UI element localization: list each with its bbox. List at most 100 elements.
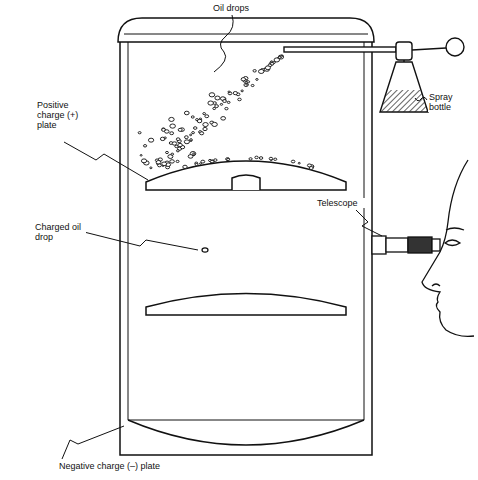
oil-drop bbox=[171, 153, 174, 155]
oil-drop bbox=[205, 115, 209, 118]
oil-drop bbox=[203, 113, 206, 115]
oil-drop bbox=[195, 163, 198, 165]
oil-drop bbox=[190, 134, 192, 136]
oil-drop bbox=[241, 90, 243, 92]
oil-drop bbox=[214, 159, 217, 162]
oil-drop bbox=[298, 162, 300, 164]
oil-drop bbox=[184, 111, 189, 115]
telescope bbox=[372, 236, 440, 254]
oil-drop bbox=[200, 132, 204, 135]
oil-drop bbox=[291, 160, 295, 163]
oil-drop bbox=[233, 92, 237, 95]
oil-drop bbox=[215, 105, 219, 108]
oil-drop bbox=[143, 145, 146, 147]
oil-drop bbox=[176, 160, 179, 162]
oil-drop bbox=[251, 84, 254, 86]
eyebrow bbox=[446, 228, 464, 230]
spray-tube bbox=[284, 47, 396, 52]
spray-head bbox=[396, 42, 412, 60]
chamber-inner-wall bbox=[128, 42, 364, 420]
leader-line bbox=[64, 142, 148, 180]
positive-plate bbox=[146, 161, 346, 190]
oil-drop bbox=[176, 150, 179, 152]
oil-drop bbox=[193, 153, 196, 155]
oil-drop bbox=[193, 127, 196, 130]
oil-drop bbox=[244, 83, 248, 86]
oil-drop bbox=[227, 101, 230, 103]
oil-drop bbox=[150, 167, 152, 169]
oil-drop bbox=[228, 91, 230, 93]
oil-drop bbox=[141, 159, 146, 163]
oil-drop bbox=[190, 139, 192, 141]
chamber-wall bbox=[120, 42, 372, 455]
oil-drop bbox=[307, 164, 311, 167]
lid-inner-line bbox=[124, 34, 368, 35]
oil-drop bbox=[196, 119, 199, 121]
part-label: Telescope bbox=[316, 198, 370, 208]
leader-line bbox=[84, 232, 198, 250]
oil-drop bbox=[269, 157, 273, 160]
chamber-bowl bbox=[128, 420, 364, 445]
telescope-eyepiece bbox=[432, 239, 440, 251]
oil-drop bbox=[225, 107, 228, 109]
oil-drop bbox=[212, 122, 218, 126]
part-label: Negative charge (–) plate bbox=[58, 461, 210, 471]
eye bbox=[445, 240, 460, 246]
oil-drop bbox=[158, 164, 162, 167]
oil-drop bbox=[169, 117, 174, 121]
bottom-plate bbox=[146, 294, 346, 316]
nostril bbox=[432, 284, 440, 286]
oil-drop bbox=[228, 92, 232, 95]
oil-drop bbox=[170, 160, 175, 163]
oil-drop bbox=[178, 143, 183, 146]
oil-drop bbox=[156, 161, 161, 165]
part-label: Spray bottle bbox=[428, 92, 476, 112]
oil-drop bbox=[255, 156, 258, 159]
oil-drop bbox=[166, 151, 169, 153]
top-plate bbox=[146, 161, 346, 190]
oil-drop bbox=[280, 56, 282, 58]
oil-drop bbox=[245, 80, 247, 82]
oil-drop bbox=[249, 158, 252, 160]
bowl-rim bbox=[128, 420, 364, 421]
oil-drop bbox=[176, 138, 180, 141]
leader-line bbox=[214, 15, 233, 72]
part-label: Charged oil drop bbox=[34, 222, 86, 242]
oil-drop bbox=[213, 107, 216, 109]
observer-face bbox=[422, 160, 474, 336]
oil-drop bbox=[192, 132, 195, 134]
chamber-lid bbox=[118, 18, 374, 42]
oil-drop bbox=[164, 137, 166, 139]
oil-drop bbox=[208, 101, 214, 105]
telescope-tube bbox=[386, 238, 408, 252]
oil-drop bbox=[191, 116, 194, 118]
bulb-tube bbox=[412, 48, 446, 50]
oil-drop bbox=[246, 84, 248, 86]
oil-drop bbox=[201, 160, 205, 163]
oil-drop bbox=[270, 63, 273, 66]
oil-drop bbox=[172, 142, 176, 145]
squeeze-bulb bbox=[446, 38, 464, 56]
part-label: Positive charge (+) plate bbox=[36, 100, 84, 130]
leader-line bbox=[415, 97, 427, 101]
oil-drop bbox=[278, 55, 283, 59]
bottle-liquid bbox=[380, 90, 428, 112]
oil-drop bbox=[203, 127, 207, 130]
oil-drop bbox=[215, 96, 220, 100]
negative-plate bbox=[146, 294, 346, 316]
leader-line bbox=[62, 426, 124, 459]
oil-drop bbox=[223, 100, 227, 103]
oil-drop bbox=[221, 117, 226, 121]
oil-drop bbox=[170, 132, 174, 135]
oil-drop bbox=[220, 103, 222, 105]
oil-drop bbox=[253, 70, 256, 72]
oil-drop bbox=[164, 130, 169, 133]
telescope-mount bbox=[372, 236, 386, 254]
oil-drop bbox=[259, 69, 264, 73]
oil-drop bbox=[209, 93, 215, 97]
bottle-flask bbox=[380, 62, 428, 112]
leader-lines bbox=[62, 15, 427, 459]
oil-drop bbox=[148, 138, 153, 142]
oil-drop bbox=[184, 136, 188, 139]
